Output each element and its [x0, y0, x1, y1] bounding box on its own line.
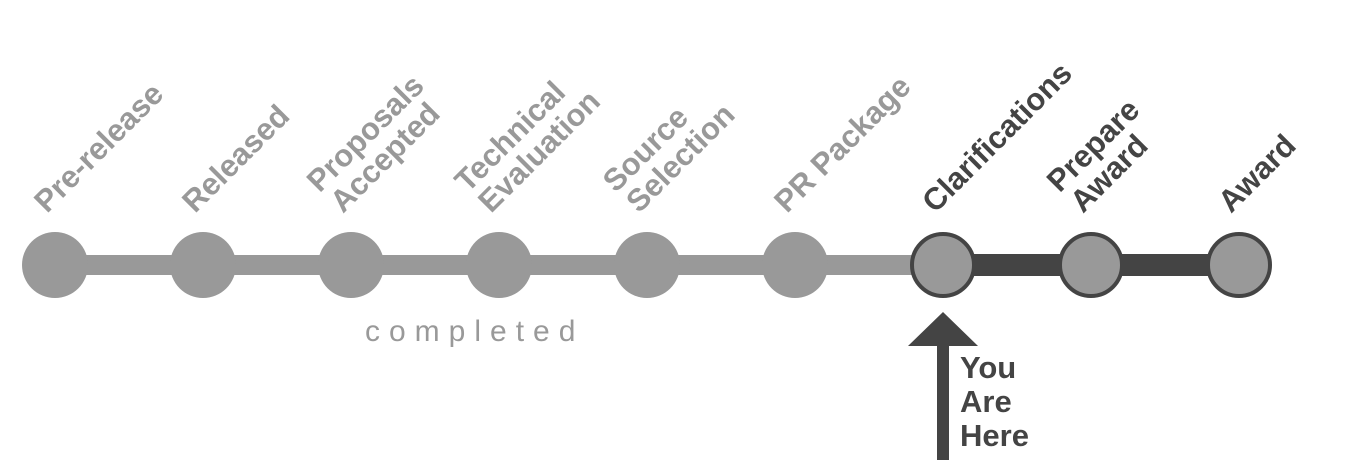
- stage-label: Clarifications: [915, 55, 1079, 219]
- stage-label: SourceSelection: [596, 75, 742, 221]
- stage-label-line: Clarifications: [915, 55, 1079, 219]
- stage-label-line: Award: [1211, 128, 1302, 219]
- you-are-here-line: You: [960, 350, 1016, 385]
- stage-label: PrepareAward: [1040, 92, 1168, 220]
- stage-node: [22, 232, 88, 298]
- arrow-up-icon: [908, 312, 978, 346]
- stage-label: Released: [175, 98, 296, 219]
- you-are-here-line: Are: [960, 384, 1012, 419]
- stage-label: Award: [1211, 128, 1302, 219]
- stage-node: [910, 232, 976, 298]
- stage-node: [1206, 232, 1272, 298]
- completed-label: completed: [365, 315, 584, 348]
- stage-node: [170, 232, 236, 298]
- stage-label: TechnicalEvaluation: [448, 61, 607, 220]
- stage-label: ProposalsAccepted: [300, 68, 453, 221]
- stage-label-line: Released: [175, 98, 296, 219]
- stage-node: [762, 232, 828, 298]
- stage-node: [614, 232, 680, 298]
- arrow-shaft: [937, 344, 949, 460]
- stage-label-line: PR Package: [767, 69, 917, 219]
- stage-label: Pre-release: [27, 76, 170, 219]
- you-are-here-line: Here: [960, 418, 1029, 453]
- stage-label-line: Pre-release: [27, 76, 170, 219]
- stage-node: [1058, 232, 1124, 298]
- stage-label: PR Package: [767, 69, 917, 219]
- you-are-here-marker: You Are Here: [908, 312, 1029, 460]
- stage-node: [466, 232, 532, 298]
- stage-node: [318, 232, 384, 298]
